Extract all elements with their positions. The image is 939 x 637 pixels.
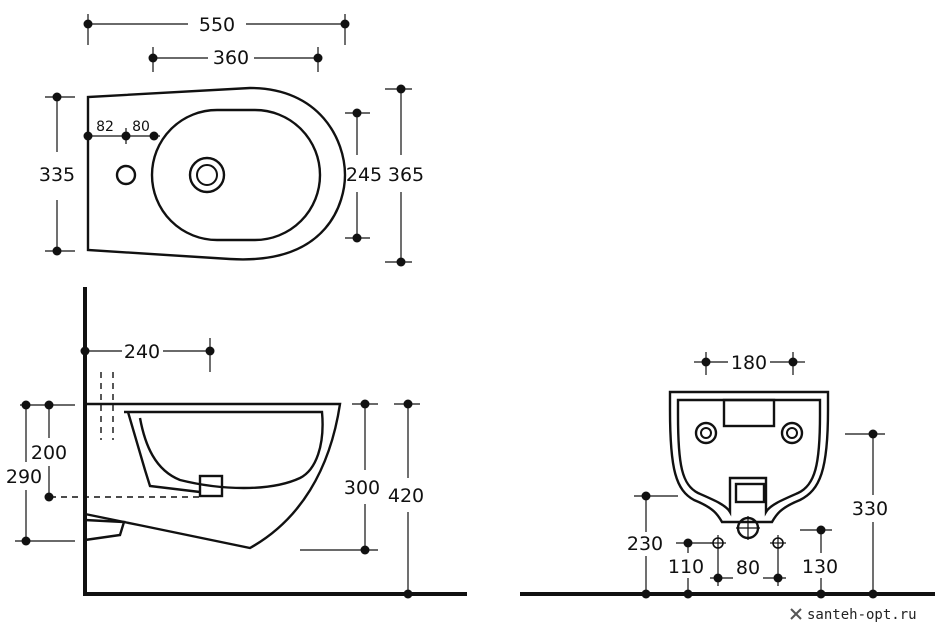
dim-dot bbox=[403, 589, 413, 599]
dim-dot bbox=[713, 573, 723, 583]
dim-dot bbox=[773, 573, 783, 583]
top-view: 550 360 82 80 335 245 bbox=[39, 10, 424, 267]
dim-dot bbox=[83, 19, 93, 29]
dim-dot bbox=[149, 131, 159, 141]
dim-dot bbox=[816, 589, 826, 599]
dim-label-tap-offset-1: 82 bbox=[96, 119, 114, 135]
rear-view-bolt-hole-right bbox=[780, 421, 804, 445]
dim-label-tap-offset-2: 80 bbox=[132, 119, 150, 135]
dim-dot bbox=[396, 84, 406, 94]
dim-dot bbox=[816, 525, 826, 535]
dim-dot bbox=[80, 346, 90, 356]
top-view-outline bbox=[86, 86, 347, 261]
dim-dot bbox=[868, 429, 878, 439]
side-view-base bbox=[84, 518, 126, 542]
dim-dot bbox=[683, 589, 693, 599]
top-view-tap-hole bbox=[115, 164, 137, 186]
cross-icon bbox=[790, 608, 802, 620]
top-view-bowl bbox=[150, 108, 322, 242]
dim-dot bbox=[121, 131, 131, 141]
dim-dot bbox=[352, 233, 362, 243]
top-view-drain-inner bbox=[196, 164, 218, 186]
top-view-drain-outer bbox=[188, 156, 226, 194]
dim-dot bbox=[360, 545, 370, 555]
dim-label-pipe-spacing-1: 110 bbox=[668, 556, 704, 578]
dim-label-overall-width: 335 bbox=[39, 164, 75, 186]
rear-view-bolt-hole-left bbox=[694, 421, 718, 445]
dim-label-inlet-height: 200 bbox=[31, 442, 67, 464]
side-view-rim-inner bbox=[126, 411, 201, 494]
dim-dot bbox=[396, 257, 406, 267]
rear-view-bracket-slot bbox=[722, 398, 776, 428]
dim-dot bbox=[52, 246, 62, 256]
dim-label-pipe-spacing-3: 130 bbox=[802, 556, 838, 578]
dim-dot bbox=[360, 399, 370, 409]
label-bg bbox=[208, 45, 254, 71]
dim-label-bracket-spacing: 180 bbox=[731, 352, 767, 374]
dim-label-bowl-width: 245 bbox=[346, 164, 382, 186]
dim-dot bbox=[44, 400, 54, 410]
side-view: 240 200 290 300 420 bbox=[6, 287, 467, 599]
dim-label-bolt-height: 330 bbox=[852, 498, 888, 520]
dim-dot bbox=[313, 53, 323, 63]
label-bg bbox=[188, 10, 246, 36]
dim-dot bbox=[148, 53, 158, 63]
rear-view: 180 330 230 110 80 1 bbox=[520, 352, 935, 599]
dim-label-outlet-height-rear: 230 bbox=[627, 533, 663, 555]
dim-dot bbox=[868, 589, 878, 599]
dim-dot bbox=[21, 536, 31, 546]
dim-label-pipe-spacing-2: 80 bbox=[736, 557, 760, 579]
dim-dot bbox=[641, 589, 651, 599]
dim-dot bbox=[701, 357, 711, 367]
dim-dot bbox=[205, 346, 215, 356]
dim-dot bbox=[641, 491, 651, 501]
dim-label-depth-to-outlet: 240 bbox=[124, 341, 160, 363]
dim-dot bbox=[21, 400, 31, 410]
rear-view-bolt-inner-right bbox=[786, 427, 798, 439]
dim-dot bbox=[340, 19, 350, 29]
dim-label-bowl-height: 300 bbox=[344, 477, 380, 499]
dim-label-outer-width: 365 bbox=[388, 164, 424, 186]
side-view-outlet bbox=[198, 474, 224, 498]
label-bg bbox=[733, 560, 763, 582]
dim-dot bbox=[788, 357, 798, 367]
rear-view-bolt-inner-left bbox=[700, 427, 712, 439]
side-view-outline bbox=[84, 402, 342, 550]
dim-dot bbox=[683, 538, 693, 548]
side-view-bowl bbox=[124, 410, 324, 490]
rear-view-outlet-slot bbox=[734, 482, 766, 504]
dim-label-overall-length: 550 bbox=[199, 14, 235, 36]
watermark-text: santeh-opt.ru bbox=[807, 607, 917, 623]
dim-dot bbox=[403, 399, 413, 409]
dim-dot bbox=[83, 131, 93, 141]
rear-view-inner bbox=[676, 398, 822, 517]
dim-dot bbox=[52, 92, 62, 102]
dim-dot bbox=[44, 492, 54, 502]
dim-label-outlet-height: 290 bbox=[6, 466, 42, 488]
rear-view-outline bbox=[668, 390, 830, 524]
watermark: santeh-opt.ru bbox=[790, 607, 917, 623]
dim-label-total-height: 420 bbox=[388, 485, 424, 507]
dim-label-bowl-length: 360 bbox=[213, 47, 249, 69]
dim-dot bbox=[352, 108, 362, 118]
